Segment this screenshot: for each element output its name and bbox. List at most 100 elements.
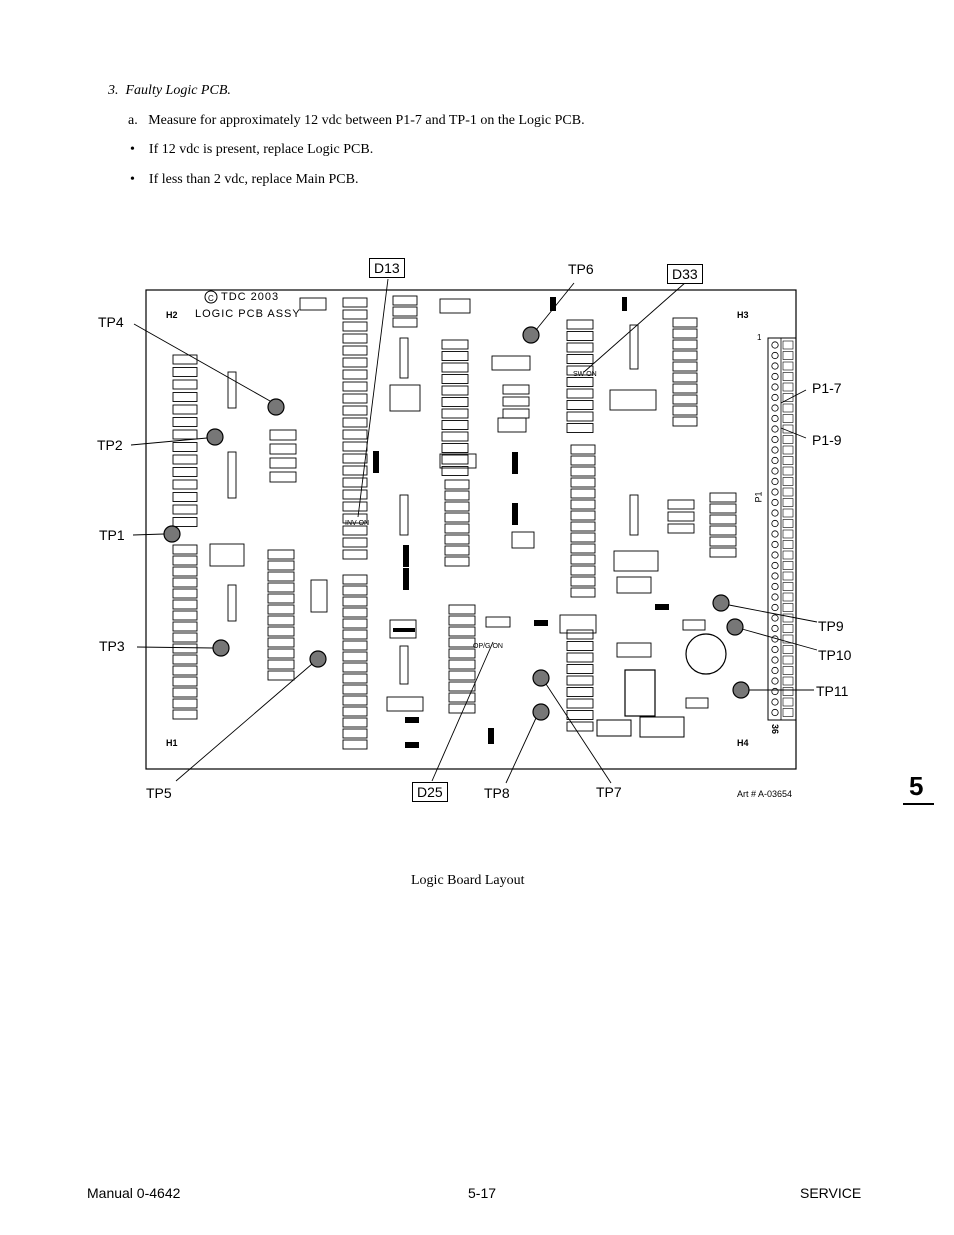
connector-pin [771, 551, 779, 559]
component-outline [172, 555, 198, 566]
component-outline [342, 405, 368, 416]
component-outline [444, 512, 470, 523]
component-outline [566, 423, 594, 433]
component-outline [209, 543, 245, 567]
component-outline [399, 645, 409, 685]
component-outline [441, 466, 469, 476]
bullet-glyph: • [130, 142, 135, 157]
corner-h2: H2 [166, 310, 178, 320]
component-outline [444, 534, 470, 545]
component-outline [342, 651, 368, 662]
component-outline [386, 696, 424, 712]
component-outline [342, 369, 368, 380]
component-outline [342, 574, 368, 585]
bullet-text-1: If 12 vdc is present, replace Logic PCB. [148, 142, 374, 157]
component-outline [672, 350, 698, 361]
component-outline [616, 642, 652, 658]
component-outline [392, 306, 418, 317]
connector-pin-body [782, 676, 794, 686]
component-outline [709, 525, 737, 536]
connector-pin [771, 351, 779, 360]
leader-lines [130, 278, 818, 784]
component-outline [667, 511, 695, 522]
buzzer-outline [685, 633, 727, 675]
component-outline [439, 298, 471, 314]
callout-tp7: TP7 [596, 784, 622, 800]
component-outline [444, 545, 470, 556]
component-outline [570, 554, 596, 565]
connector-pin-body [782, 445, 794, 455]
connector-pin [771, 582, 779, 591]
tp4-pad [267, 398, 285, 416]
footer-manual-number: Manual 0-4642 [87, 1185, 181, 1201]
component-outline [441, 374, 469, 384]
component-outline [570, 477, 596, 488]
component-outline [342, 640, 368, 651]
component-outline [448, 648, 476, 659]
connector-pin [771, 477, 779, 486]
tp10-pad [726, 618, 744, 636]
component-outline [172, 665, 198, 676]
callout-d13: D13 [369, 258, 405, 278]
figure-caption: Logic Board Layout [411, 873, 525, 888]
connector-pin-body [782, 592, 794, 602]
connector-pin [771, 593, 779, 601]
connector-pin [771, 362, 779, 370]
callout-tp1: TP1 [99, 527, 125, 543]
component-outline [448, 637, 476, 648]
tp5-pad [309, 650, 327, 668]
component-outline [667, 499, 695, 510]
component-outline [566, 354, 594, 364]
component-outline [172, 517, 198, 527]
silkscreen-title: LOGIC PCB ASSY [195, 308, 301, 320]
component-outline [441, 351, 469, 361]
component-outline [172, 709, 198, 720]
step-3-heading: 3. Faulty Logic PCB. [108, 83, 231, 99]
component-outline [444, 501, 470, 512]
connector-pin-body [782, 372, 794, 381]
component-outline [342, 717, 368, 728]
component-outline [342, 309, 368, 320]
bullet-text-2: If less than 2 vdc, replace Main PCB. [148, 172, 359, 187]
connector-pin [771, 666, 779, 675]
component-outline [342, 501, 368, 512]
component-outline [172, 687, 198, 698]
connector-pin-body [782, 708, 794, 717]
component-outline [342, 489, 368, 500]
connector-pin-body [782, 582, 794, 591]
component-outline [172, 429, 198, 440]
component-outline [441, 339, 469, 350]
substep-text: Measure for approximately 12 vdc between… [148, 113, 585, 128]
component-outline [172, 504, 198, 515]
component-outline [672, 394, 698, 405]
component-outline [267, 626, 295, 637]
connector-pin-body [782, 561, 794, 570]
component-outline [448, 659, 476, 670]
component-outline [502, 384, 530, 395]
test-points [163, 326, 750, 721]
connector-pin-body [782, 550, 794, 560]
component-outline [441, 397, 469, 407]
component-outline [172, 577, 198, 588]
component-outline [172, 621, 198, 632]
component-outline [172, 367, 198, 377]
component-outline [342, 739, 368, 750]
component-outline [342, 549, 368, 560]
connector-pin-body [782, 456, 794, 465]
component-outline [441, 431, 469, 442]
component-outline [566, 365, 594, 376]
footer-page-number: 5-17 [468, 1185, 497, 1201]
connector-pin [771, 467, 779, 475]
switch-opg-on: OP/G ON [473, 643, 503, 650]
component-outline [392, 295, 418, 306]
component-outline [342, 684, 368, 695]
component-outline [444, 479, 470, 490]
component-outline [342, 607, 368, 618]
chapter-tab: 5 [909, 771, 924, 801]
c35-outline [639, 716, 685, 738]
connector-pin [771, 624, 779, 633]
diode-bands [373, 297, 669, 748]
component-outline [172, 492, 198, 502]
connector-pin-first: 1 [757, 333, 762, 342]
component-outline [616, 576, 652, 594]
